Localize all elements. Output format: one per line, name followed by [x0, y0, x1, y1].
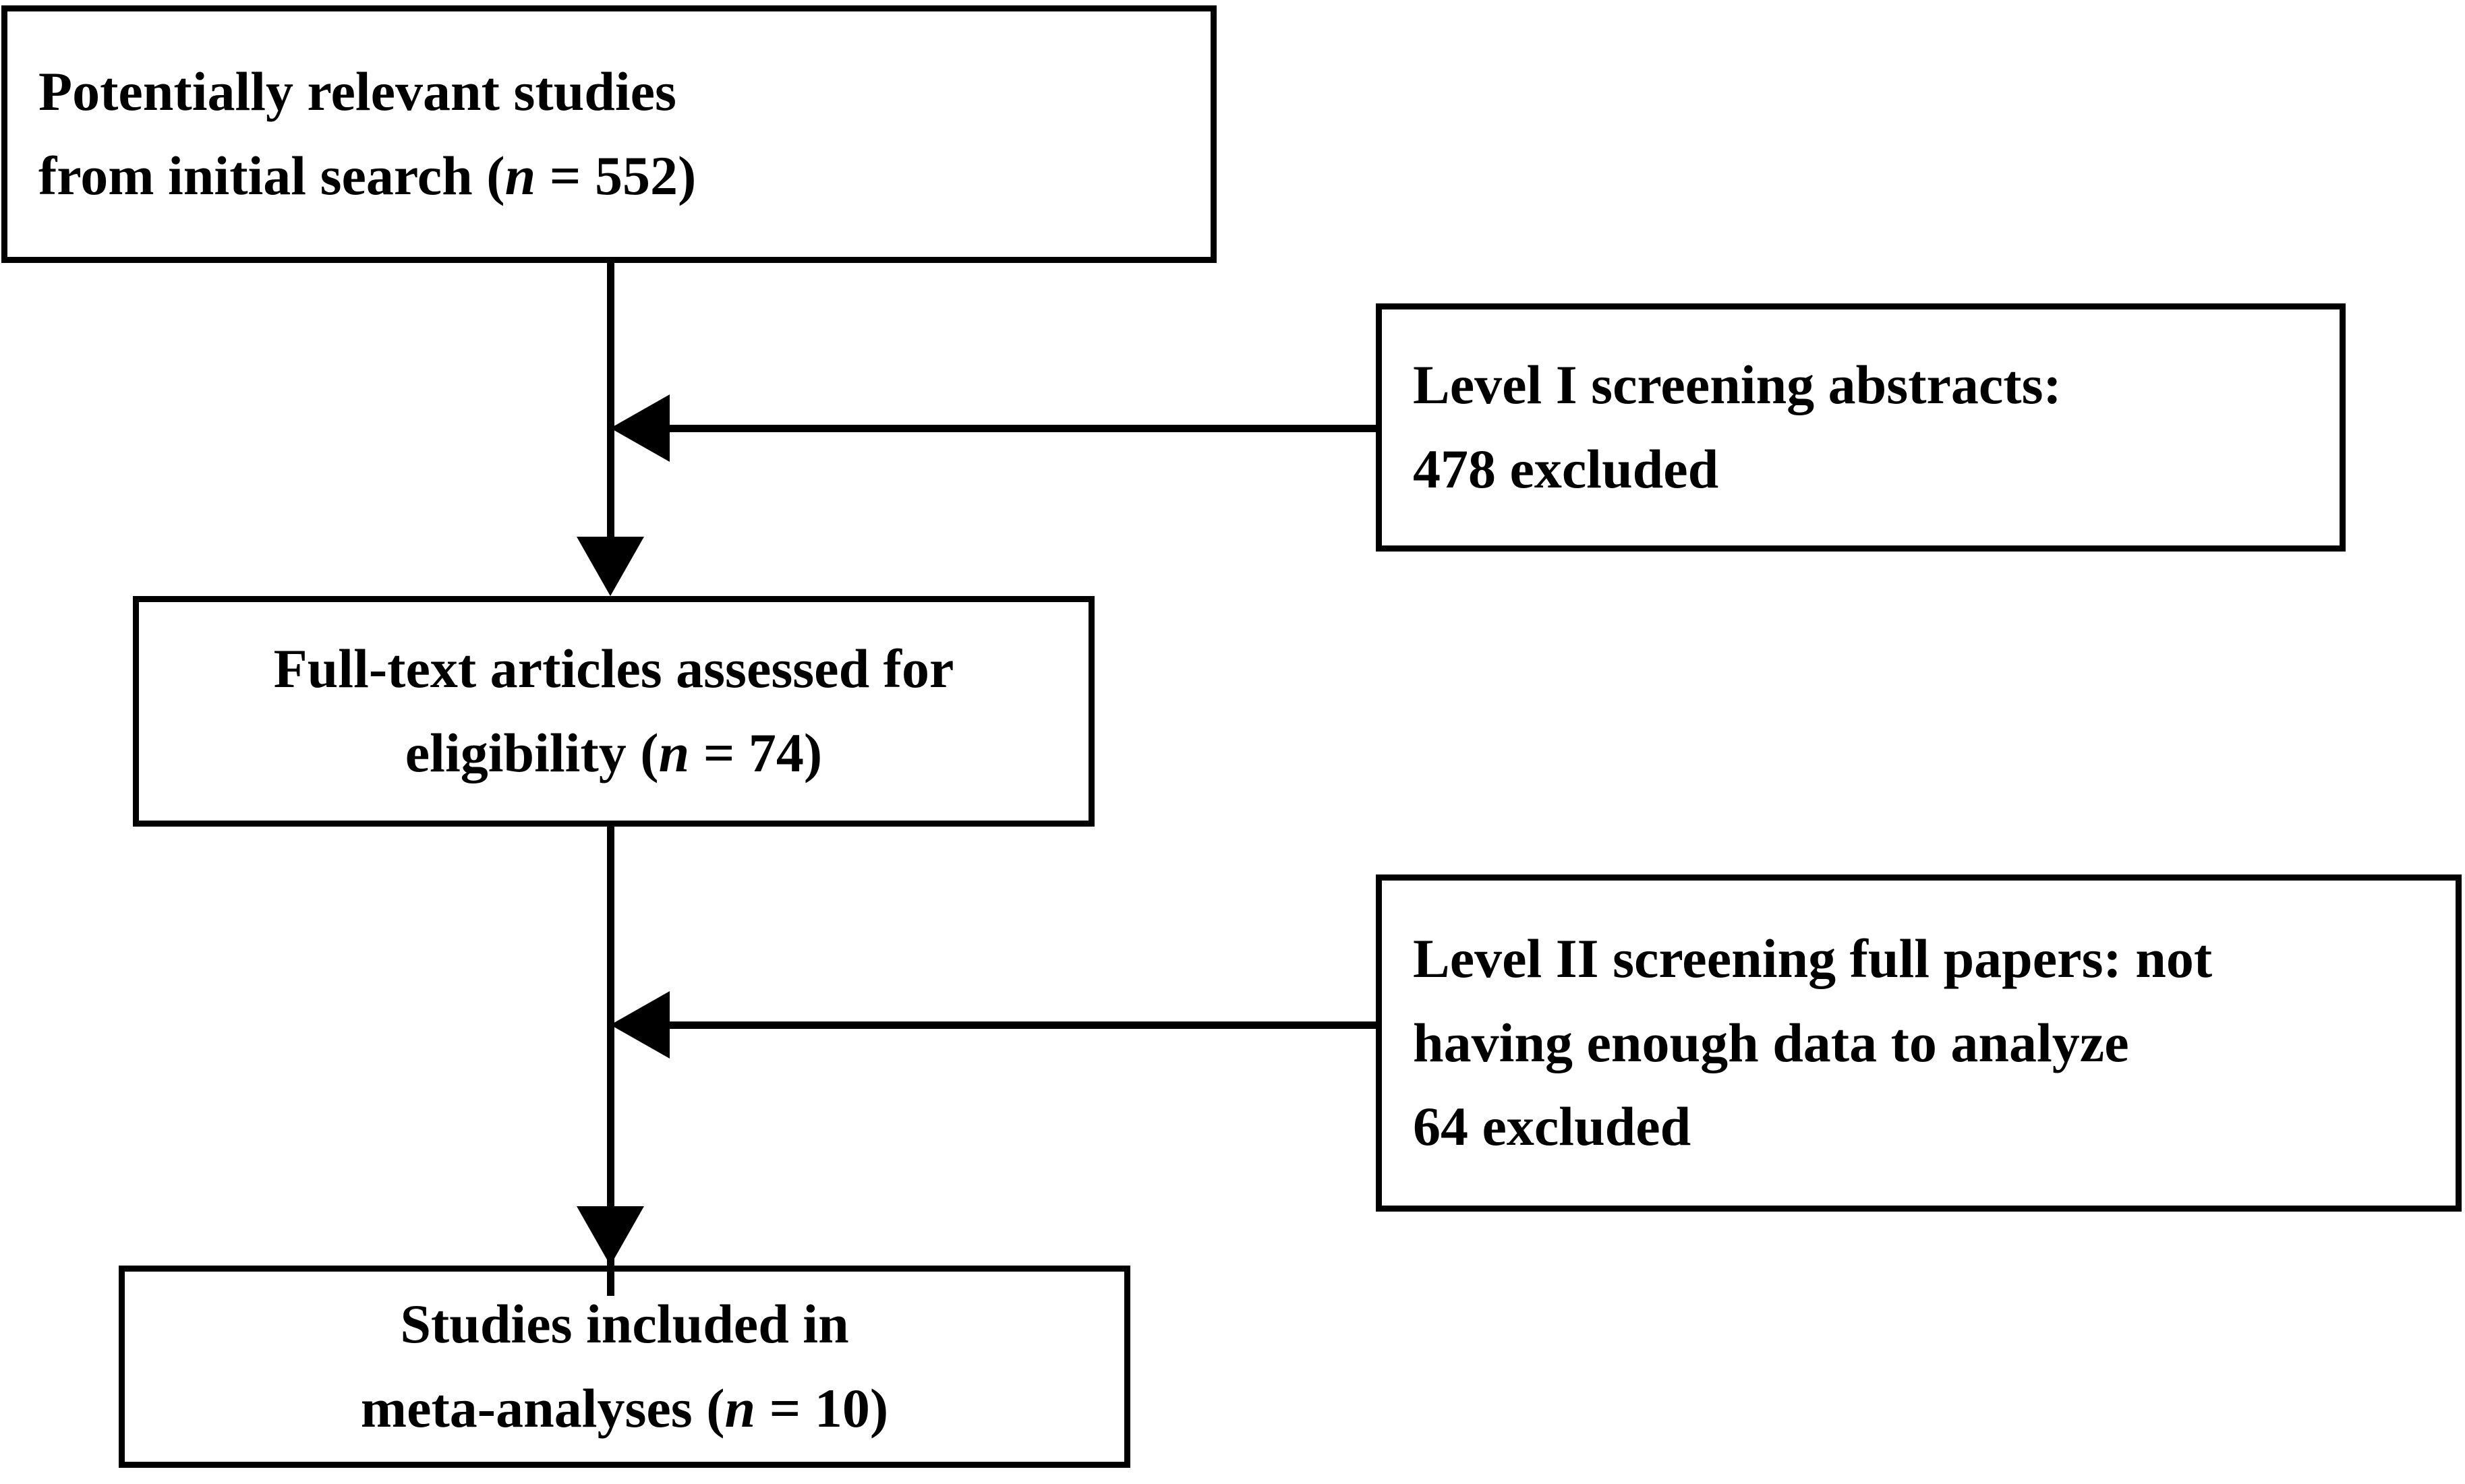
node-line-2: having enough data to analyze — [1413, 1011, 2129, 1073]
connector-level-i-exclusion-line — [668, 425, 1377, 432]
node-potentially-relevant-studies: Potentially relevant studies from initia… — [1, 5, 1217, 263]
node-full-text-articles-assessed: Full-text articles assessed for eligibil… — [133, 596, 1095, 827]
connector-eligibility-to-included-line — [607, 824, 614, 1296]
node-line-1: Level II screening full papers: not — [1413, 928, 2213, 990]
node-line-2-suffix: = 10) — [755, 1377, 889, 1439]
node-line-2: eligibility (n = 74) — [139, 711, 1089, 796]
node-line-2: 478 excluded — [1413, 438, 1719, 500]
node-line-2-prefix: meta-analyses ( — [360, 1377, 725, 1439]
node-line-1: Studies included in — [400, 1293, 849, 1355]
node-line-2-italic-n: n — [658, 722, 690, 783]
node-line-1: Potentially relevant studies — [38, 61, 676, 123]
node-line-2-suffix: = 552) — [535, 145, 697, 206]
node-line-2-italic-n: n — [504, 145, 536, 206]
node-line-2-italic-n: n — [724, 1377, 756, 1439]
node-line-1: Full-text articles assessed for — [273, 638, 954, 700]
node-line-2-prefix: from initial search ( — [38, 145, 505, 206]
connector-eligibility-to-included-arrowhead — [577, 1206, 644, 1266]
connector-level-ii-exclusion-arrowhead — [610, 991, 670, 1059]
node-line-1: Level I screening abstracts: — [1413, 354, 2062, 416]
node-line-2-suffix: = 74) — [689, 722, 823, 783]
node-line-3: 64 excluded — [1413, 1096, 1691, 1158]
node-level-ii-screening-full-papers: Level II screening full papers: not havi… — [1376, 874, 2462, 1212]
node-line-2: meta-analyses (n = 10) — [125, 1367, 1124, 1451]
connector-identification-to-eligibility-arrowhead — [577, 537, 644, 596]
node-line-2-prefix: eligibility ( — [405, 722, 659, 783]
node-level-i-screening-abstracts: Level I screening abstracts: 478 exclude… — [1376, 303, 2346, 552]
node-studies-included-in-meta-analyses: Studies included in meta-analyses (n = 1… — [119, 1266, 1130, 1468]
node-line-2: from initial search (n = 552) — [7, 134, 1211, 218]
connector-level-ii-exclusion-line — [668, 1021, 1377, 1029]
connector-level-i-exclusion-arrowhead — [610, 394, 670, 462]
